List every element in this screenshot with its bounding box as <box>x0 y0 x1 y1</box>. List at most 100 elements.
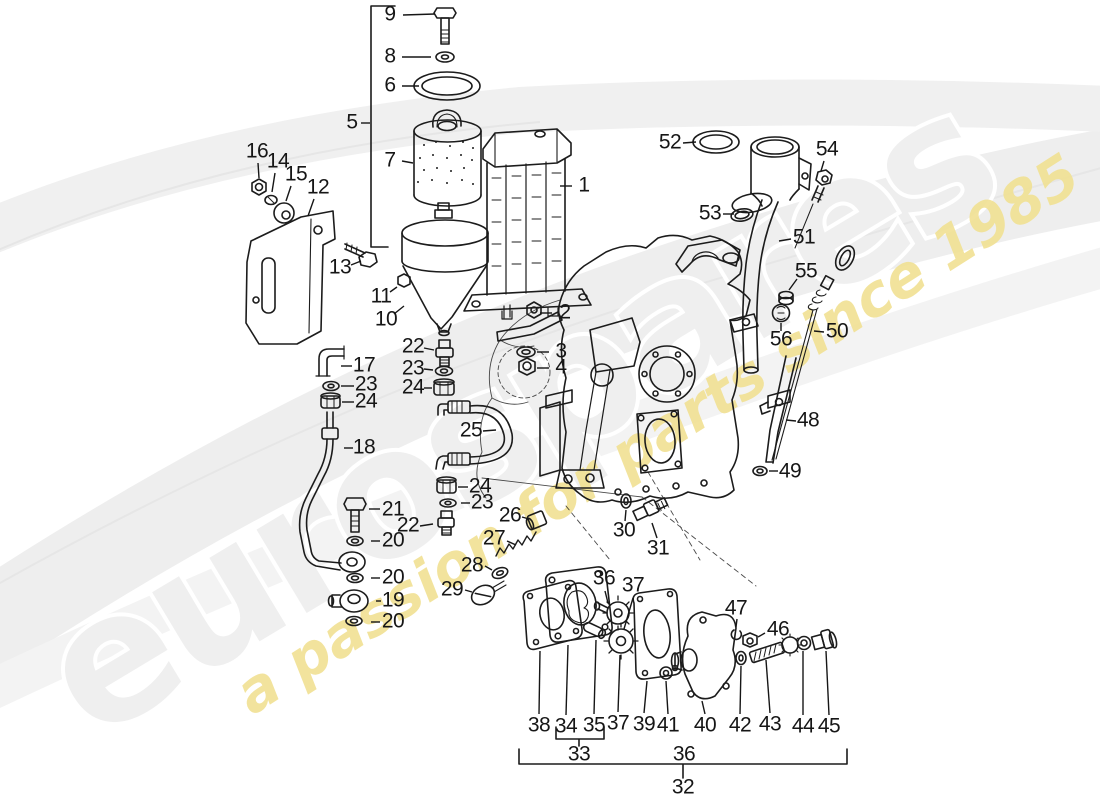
part-number-19: 19 <box>382 589 404 612</box>
part-number-36: 36 <box>673 743 695 766</box>
part-banjo-union-19 <box>327 589 369 613</box>
part-cover-bolt <box>433 7 457 45</box>
leader-line-40 <box>701 700 706 715</box>
part-lockwasher-14 <box>264 194 278 206</box>
part-nut-4 <box>518 357 536 376</box>
part-number-30: 30 <box>613 519 635 542</box>
leader-line-41 <box>665 680 669 715</box>
part-number-18: 18 <box>353 436 375 459</box>
part-number-37: 37 <box>607 712 629 735</box>
part-number-32: 32 <box>672 776 694 799</box>
part-pump-cover-40 <box>670 611 737 700</box>
part-number-54: 54 <box>816 138 839 161</box>
part-gasket-52 <box>692 130 740 154</box>
part-nut-24-left <box>320 392 341 409</box>
part-washer-20-a <box>346 535 364 547</box>
part-washer-23-lower <box>439 498 457 508</box>
leader-line-25 <box>482 429 497 432</box>
leader-line-9 <box>402 13 436 16</box>
part-washer-41 <box>659 666 673 680</box>
part-filler-tube-51 <box>731 192 779 374</box>
part-washer-23-left <box>322 380 340 392</box>
leader-line-14 <box>271 172 276 193</box>
part-number-6: 6 <box>384 74 395 97</box>
leader-line-52 <box>682 141 697 144</box>
part-number-52: 52 <box>659 131 681 154</box>
part-clip-47 <box>730 629 743 641</box>
part-pump-gear-37 <box>603 622 639 660</box>
part-number-35: 35 <box>583 714 605 737</box>
leader-line-51 <box>778 238 792 242</box>
leader-line-23 <box>423 368 434 371</box>
part-number-10: 10 <box>375 308 397 331</box>
part-number-8: 8 <box>384 45 395 68</box>
part-pump-gasket-38 <box>522 579 583 651</box>
leader-line-48 <box>785 419 797 422</box>
leader-line-31 <box>651 522 658 539</box>
leader-line-43 <box>765 659 771 714</box>
part-nut-24-lower <box>436 476 457 494</box>
part-dipstick-50 <box>771 245 856 461</box>
part-filter-canister <box>401 202 489 337</box>
part-number-3: 3 <box>555 340 566 363</box>
part-pump-shaft-35 <box>582 621 607 640</box>
part-number-47: 47 <box>725 597 747 620</box>
part-fitting-22-lower <box>437 510 455 536</box>
part-number-12: 12 <box>307 176 329 199</box>
part-valve-fitting-31 <box>632 497 669 522</box>
part-bolt-54 <box>794 169 833 249</box>
leader-line-37 <box>623 597 634 630</box>
part-number-51: 51 <box>793 226 815 249</box>
leader-line-12 <box>307 198 315 217</box>
part-dipstick-tube-48 <box>759 355 797 464</box>
part-number-49: 49 <box>779 460 801 483</box>
part-washer-28 <box>491 566 509 580</box>
leader-line-30 <box>624 509 627 522</box>
part-plug-11 <box>397 273 411 288</box>
leader-line-46 <box>757 632 766 638</box>
part-banjo-bolt-21 <box>343 497 367 533</box>
part-number-48: 48 <box>797 409 819 432</box>
part-number-22: 22 <box>397 514 419 537</box>
part-number-33: 33 <box>568 743 590 766</box>
leader-line-39 <box>643 680 648 714</box>
part-number-34: 34 <box>555 715 578 738</box>
part-grommet-15 <box>273 202 295 224</box>
part-number-5: 5 <box>346 111 357 134</box>
part-seal-53 <box>730 207 754 223</box>
part-washer-42 <box>735 650 747 666</box>
part-number-36: 36 <box>593 567 615 590</box>
part-oil-pipe-18 <box>298 411 366 573</box>
leader-line-10 <box>393 305 405 315</box>
group-bracket-5 <box>370 5 396 248</box>
leader-line-7 <box>401 160 414 164</box>
leader-line-26 <box>521 516 530 520</box>
part-washer-20-b <box>346 572 364 584</box>
part-number-20: 20 <box>382 566 404 589</box>
group-bracket-32 <box>518 748 848 779</box>
part-washer-44 <box>796 635 812 651</box>
part-bracket-12 <box>245 210 336 345</box>
part-number-20: 20 <box>382 610 404 633</box>
leader-line-34 <box>565 644 569 716</box>
part-nut-46 <box>742 632 758 648</box>
part-washer-8 <box>435 51 455 63</box>
part-cap-55 <box>778 290 794 306</box>
part-number-39: 39 <box>633 713 655 736</box>
filter-perforation-dots <box>417 141 474 185</box>
part-number-24: 24 <box>355 390 378 413</box>
leader-line-22 <box>423 347 435 351</box>
part-number-2: 2 <box>559 301 570 324</box>
part-number-11: 11 <box>371 285 392 308</box>
part-elbow-pipe-17 <box>315 345 345 377</box>
part-number-42: 42 <box>729 714 751 737</box>
part-flex-hose-25 <box>435 400 514 470</box>
part-number-17: 17 <box>353 354 375 377</box>
leader-line-36 <box>604 590 609 604</box>
part-nut-2 <box>526 301 542 319</box>
leader-line-37 <box>617 654 621 713</box>
part-number-21: 21 <box>382 498 404 521</box>
leader-line-16 <box>257 162 260 179</box>
part-washer-30 <box>620 493 632 509</box>
